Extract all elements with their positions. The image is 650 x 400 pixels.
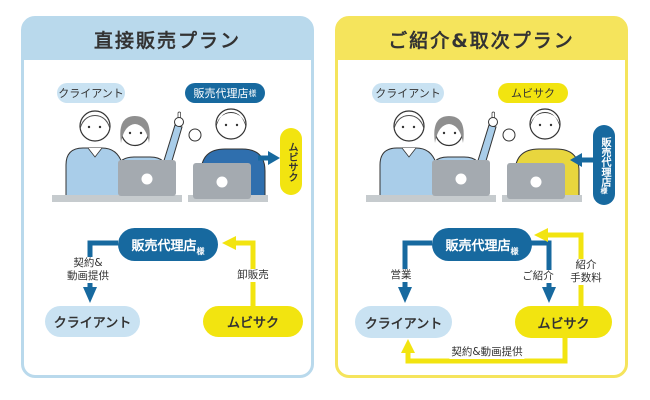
man1-head — [393, 110, 425, 142]
man1-eye — [412, 125, 416, 129]
panel-referral-header: ご紹介&取次プラン — [338, 19, 625, 60]
man1-eye — [98, 125, 102, 129]
flow-agency-text: 販売代理店 — [445, 239, 511, 254]
laptop-logo — [530, 176, 542, 188]
panel-direct-sales: 直接販売プラン クライアント 販売代理 — [21, 16, 314, 378]
side-pill-movisaku: ムビサク — [280, 128, 302, 195]
label-agency: 販売代理店様 — [185, 83, 265, 103]
arrow-sales — [402, 240, 432, 289]
woman-eye — [453, 131, 457, 135]
side-pill-agency: 販売代理店様 — [593, 125, 615, 205]
woman-eye — [442, 131, 446, 135]
label-client: クライアント — [57, 83, 125, 103]
label-movisaku: ムビサク — [498, 83, 568, 103]
arrow-contract-provide — [405, 338, 568, 364]
arrowhead-up-icon — [401, 339, 415, 353]
arrow-wholesale — [236, 240, 256, 306]
woman-hand — [174, 117, 184, 127]
flow-movisaku: ムビサク — [515, 306, 612, 338]
label-agency-suffix: 様 — [248, 89, 257, 98]
laptop-logo — [216, 176, 228, 188]
contract-line1: 契約& — [73, 257, 103, 269]
woman-eye — [139, 131, 143, 135]
arrowhead-down-icon — [83, 287, 97, 303]
people-illustration — [366, 108, 582, 202]
desk — [52, 195, 182, 202]
flow-agency-suffix: 様 — [510, 247, 519, 256]
man2-hand — [188, 128, 202, 142]
man1-head — [79, 110, 111, 142]
panel-direct-title: 直接販売プラン — [93, 30, 241, 52]
arrowhead-right-icon — [268, 151, 280, 165]
arrow-label-wholesale: 卸販売 — [235, 269, 271, 282]
man2-head — [215, 108, 247, 140]
man2-eye — [235, 123, 239, 127]
arrowhead-left-icon — [222, 236, 236, 250]
woman-hair — [434, 116, 464, 143]
label-agency-text: 販売代理店 — [193, 87, 249, 100]
man2-eye — [549, 123, 553, 127]
arrowhead-left-icon — [534, 228, 548, 242]
side-pill-agency-text: 販売代理店 — [599, 136, 610, 187]
panel-referral: ご紹介&取次プラン クライアント ムビサク 販売代理店様 — [335, 16, 628, 378]
man1-collar — [401, 147, 417, 158]
man2-head — [529, 108, 561, 140]
man1-eye — [401, 125, 405, 129]
woman-eye — [128, 131, 132, 135]
fee-line2: 手数料 — [570, 272, 602, 284]
side-pill-agency-suffix: 様 — [600, 186, 608, 194]
flow-agency-text: 販売代理店 — [131, 239, 197, 254]
man1-eye — [87, 125, 91, 129]
flow-client: クライアント — [45, 306, 140, 337]
arrow-label-contract: 契約&動画提供 — [449, 346, 525, 359]
fee-line1: 紹介 — [575, 259, 597, 271]
man2-hand — [502, 128, 516, 142]
flow-movisaku: ムビサク — [203, 306, 303, 337]
arrowhead-down-icon — [542, 287, 556, 303]
panel-direct-header: 直接販売プラン — [24, 19, 311, 60]
arrow-label-sales: 営業 — [388, 269, 414, 282]
label-client: クライアント — [372, 83, 444, 103]
desk — [366, 195, 496, 202]
flow-agency-suffix: 様 — [196, 247, 205, 256]
panel-referral-title: ご紹介&取次プラン — [388, 30, 575, 52]
flow-agency: 販売代理店様 — [118, 228, 218, 261]
flow-client: クライアント — [355, 306, 452, 338]
flow-agency: 販売代理店様 — [432, 228, 532, 261]
woman-hair — [120, 116, 150, 143]
arrow-label-referral: ご紹介 — [520, 270, 556, 283]
woman-hand — [488, 117, 498, 127]
man1-collar — [87, 147, 103, 158]
man2-eye — [224, 123, 228, 127]
people-illustration — [52, 108, 268, 202]
laptop-logo — [141, 173, 153, 185]
arrowhead-left-icon — [570, 153, 582, 167]
laptop-logo — [455, 173, 467, 185]
arrowhead-down-icon — [398, 287, 412, 303]
arrow-label-contract: 契約& 動画提供 — [65, 257, 111, 283]
contract-line2: 動画提供 — [67, 270, 109, 282]
arrow-label-fee: 紹介 手数料 — [568, 259, 604, 285]
man2-eye — [538, 123, 542, 127]
